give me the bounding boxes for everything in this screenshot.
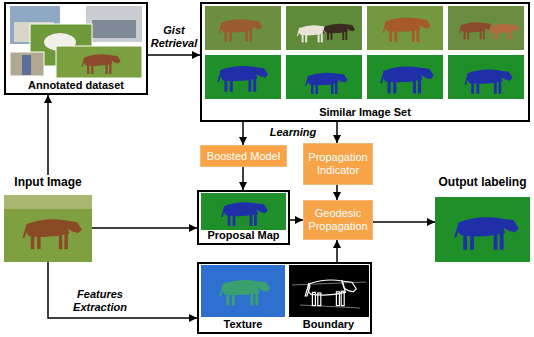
edge-label: Features Extraction: [58, 288, 142, 314]
flow-arrow: [290, 219, 303, 221]
box-label: Boosted Model: [207, 150, 280, 163]
image-heading: Input Image: [4, 175, 92, 189]
process-box: Propagation Indicator: [303, 143, 373, 185]
output-image: [435, 197, 530, 262]
flow-arrow: [47, 95, 49, 175]
process-box: Geodesic Propagation: [303, 200, 373, 240]
free-label-box: Learning: [256, 126, 330, 139]
mask: [286, 55, 362, 99]
output-image: Output labeling: [435, 175, 530, 263]
box-label: Propagation Indicator: [305, 151, 371, 177]
mask-blob: [217, 66, 268, 92]
edge-label-box: Features Extraction: [58, 288, 142, 314]
flow-arrow: [242, 122, 244, 145]
flow-arrow: [48, 262, 197, 318]
similar-masks: [205, 55, 524, 99]
process-box: Boosted Model: [200, 145, 287, 167]
cow: [82, 54, 121, 74]
boundary-image: [289, 265, 369, 317]
mask: [435, 197, 530, 262]
photo: [448, 6, 524, 50]
mask: [201, 193, 286, 230]
box-label: Annotated dataset: [8, 79, 144, 92]
mask-blob: [454, 217, 519, 249]
photo: [367, 6, 443, 50]
flow-arrow: [336, 122, 338, 143]
mask: [448, 55, 524, 99]
cow: [218, 19, 262, 41]
box-label: Boundary: [287, 318, 370, 331]
flow-arrow: [92, 227, 197, 229]
cow-outline: [305, 280, 356, 306]
cow: [22, 219, 82, 249]
photo: [86, 6, 142, 42]
cow: [323, 24, 355, 40]
cow: [219, 280, 270, 306]
box-label: Similar Image Set: [204, 106, 526, 119]
step-label: Learning: [256, 126, 330, 139]
flow-arrow: [336, 185, 338, 200]
grass: [4, 195, 92, 262]
input-photo: [4, 195, 92, 262]
cow: [459, 22, 493, 39]
texture-image: [201, 265, 285, 317]
photo: [205, 6, 281, 50]
features-box: TextureBoundary: [197, 262, 372, 334]
box-label: Geodesic Propagation: [305, 207, 371, 233]
cow: [382, 18, 430, 42]
cow: [488, 24, 519, 39]
feature-images: [201, 265, 369, 317]
mask-blob: [221, 202, 268, 225]
box-label: Texture: [199, 318, 287, 331]
flow-arrow: [336, 240, 338, 262]
image-set-box: Similar Image Set: [200, 2, 530, 122]
mask: [367, 55, 443, 99]
mask-blob: [464, 70, 512, 94]
image-heading: Output labeling: [435, 175, 530, 189]
photo: [56, 46, 142, 78]
proposal-box: Proposal Map: [197, 190, 290, 245]
dataset-box: Annotated dataset: [4, 2, 148, 95]
box-label: Proposal Map: [201, 229, 286, 242]
mask-blob: [305, 73, 348, 94]
dataset-collage: [10, 6, 142, 78]
similar-photos: [205, 6, 524, 50]
person: [22, 55, 31, 75]
mask: [205, 55, 281, 99]
house: [92, 20, 136, 38]
field: [4, 195, 92, 209]
flow-arrow: [242, 167, 244, 190]
input-image: Input Image: [4, 175, 92, 262]
edge-label: Gist Retrieval: [148, 24, 200, 50]
photo: [10, 52, 44, 76]
mask-blob: [380, 66, 434, 93]
proposal-image: [201, 193, 286, 230]
edge-label-box: Gist Retrieval: [148, 24, 200, 50]
flow-arrow: [373, 221, 435, 223]
flow-arrow: [148, 54, 200, 56]
photo: [286, 6, 362, 50]
